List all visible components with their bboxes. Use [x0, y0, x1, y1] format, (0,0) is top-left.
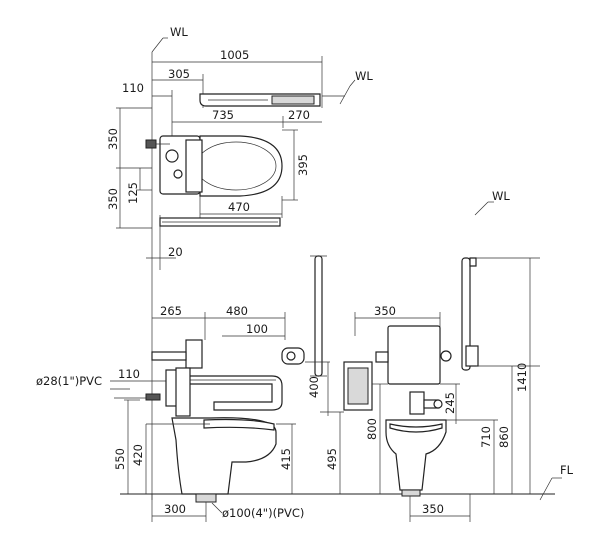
wl-side-label: WL [492, 189, 510, 203]
dim-270: 270 [288, 108, 310, 122]
wl-top-label: WL [170, 25, 188, 39]
pipe-supply-label: ø28(1")PVC [36, 374, 102, 388]
dim-470: 470 [228, 200, 250, 214]
dim-350-upper: 350 [106, 128, 120, 150]
dim-100: 100 [246, 322, 268, 336]
dim-305: 305 [168, 67, 190, 81]
dim-800: 800 [365, 418, 379, 440]
dim-735: 735 [212, 108, 234, 122]
wl-plan-right-label: WL [355, 69, 373, 83]
dim-350-lower: 350 [106, 188, 120, 210]
dim-265: 265 [160, 304, 182, 318]
dim-110-plan: 110 [122, 81, 144, 95]
dim-400: 400 [307, 376, 321, 398]
dim-1410: 1410 [515, 363, 529, 392]
dim-420: 420 [131, 444, 145, 466]
fl-label: FL [560, 463, 574, 477]
dim-1005: 1005 [220, 48, 249, 62]
dim-125: 125 [126, 182, 140, 204]
front-elevation: 265 480 100 400 ø28(1")PVC 110 [36, 255, 555, 522]
dim-480: 480 [226, 304, 248, 318]
dim-550: 550 [113, 448, 127, 470]
dim-860: 860 [497, 426, 511, 448]
dim-395: 395 [296, 154, 310, 176]
side-elevation: WL 350 245 800 [343, 189, 574, 522]
pipe-drain-label: ø100(4")(PVC) [222, 506, 304, 520]
dim-495: 495 [325, 448, 339, 470]
dim-350-side-top: 350 [374, 304, 396, 318]
dim-415: 415 [279, 448, 293, 470]
plan-view: WL 1005 305 110 WL 735 270 [106, 25, 373, 500]
dim-350-side-bottom: 350 [422, 502, 444, 516]
dim-710: 710 [479, 426, 493, 448]
dim-20: 20 [168, 245, 183, 259]
dim-245: 245 [443, 392, 457, 414]
dim-110-front: 110 [118, 367, 140, 381]
dim-300: 300 [164, 502, 186, 516]
